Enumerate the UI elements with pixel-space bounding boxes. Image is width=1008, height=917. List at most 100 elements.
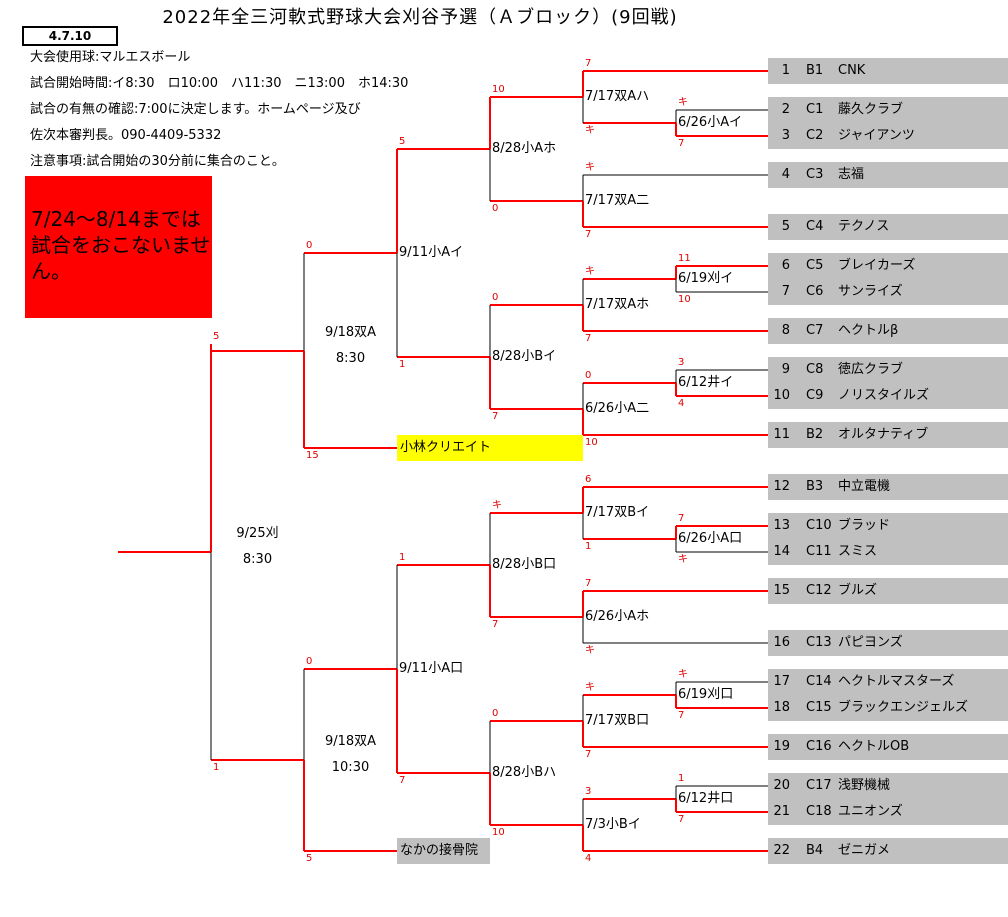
score-top: 7 [678,513,685,524]
team-name: サンライズ [838,284,903,299]
score-bottom: 0 [492,203,499,214]
team-name: ブルズ [838,583,878,598]
score-top: 0 [306,240,313,251]
score-top: 7 [585,58,592,69]
team-code: C4 [806,219,824,234]
info-contact: 佐次本審判長。090-4409-5332 [30,128,222,143]
score-bottom: 7 [585,229,592,240]
team-box [768,474,1008,500]
score-bottom: 4 [678,398,685,409]
team-box [768,162,1008,188]
score-bottom: キ [585,645,595,656]
team-row: 5 C4 テクノス [768,214,1008,240]
info-confirmation: 試合の有無の確認:7:00に決定します。ホームページ及び [30,102,361,117]
team-code: B4 [806,843,824,858]
team-number: 8 [781,323,790,338]
score-top: 11 [678,253,691,264]
score-top: 0 [492,292,499,303]
match-label: 7/17双B口 [585,713,650,728]
team-number: 15 [773,583,790,598]
team-row: 8 C7 ヘクトルβ [768,318,1008,344]
match-label: 6/19刈イ [678,271,734,286]
team-name: スミス [838,544,878,559]
match-label: 9/25刈 [236,526,279,541]
team-name: CNK [838,63,866,78]
score-bottom: 4 [585,853,592,864]
team-name: ユニオンズ [838,804,903,819]
team-number: 7 [781,284,790,299]
score-bottom: 7 [678,710,685,721]
score-bottom: 7 [492,411,499,422]
match-label: 6/12井イ [678,375,734,390]
team-code: C7 [806,323,824,338]
team-name: ゼニガメ [838,843,891,858]
team-box [768,773,1008,825]
score-top: 0 [492,708,499,719]
score-top: 5 [213,331,220,342]
team-code: B2 [806,427,824,442]
team-code: C13 [806,635,832,650]
team-number: 10 [773,388,790,403]
team-box [768,422,1008,448]
team-name: ヘクトルβ [838,323,899,338]
match-label: 6/26小Aイ [678,115,743,130]
match-label: 6/26小Aホ [585,609,650,624]
match-label: 9/18双A [324,325,377,340]
seed-team-kobayashi: 小林クリエイト [397,435,583,461]
team-box [768,318,1008,344]
score-bottom: 10 [492,827,505,838]
team-name: テクノス [838,219,890,234]
match-label: 9/18双A [324,734,377,749]
score-top: 7 [585,578,592,589]
team-name: 徳広クラブ [838,362,904,377]
team-number: 3 [781,128,790,143]
score-bottom: 7 [585,749,592,760]
score-top: キ [678,669,688,680]
score-top: 5 [399,136,406,147]
team-number: 19 [773,739,790,754]
match-label: 7/17双A二 [585,193,650,208]
score-top: 1 [399,552,406,563]
team-number: 11 [773,427,790,442]
team-code: C1 [806,102,824,117]
team-code: C11 [806,544,832,559]
match-label: 7/17双Bイ [585,505,650,520]
team-name: 藤久クラブ [838,102,904,117]
team-number: 5 [781,219,790,234]
score-bottom: 10 [585,437,598,448]
team-code: C15 [806,700,832,715]
team-code: C8 [806,362,824,377]
score-bottom: キ [585,125,595,136]
score-bottom: 7 [399,775,406,786]
match-label: 6/12井口 [678,791,734,806]
team-name: ヘクトルOB [838,739,910,754]
score-top: キ [585,266,595,277]
team-code: C9 [806,388,824,403]
match-label: 6/19刈口 [678,687,734,702]
match-label: 7/3小Bイ [585,817,641,832]
team-code: C10 [806,518,832,533]
match-time: 8:30 [335,351,366,366]
team-name: ヘクトルマスターズ [838,674,955,689]
team-box [768,58,1008,84]
team-code: C3 [806,167,824,182]
match-label: 9/11小Aイ [399,245,464,260]
team-name: 中立電機 [838,479,891,494]
team-number: 20 [773,778,790,793]
team-code: C17 [806,778,832,793]
team-name: パピヨンズ [838,635,903,650]
team-number: 12 [773,479,790,494]
match-time: 10:30 [331,760,370,775]
team-number: 16 [773,635,790,650]
